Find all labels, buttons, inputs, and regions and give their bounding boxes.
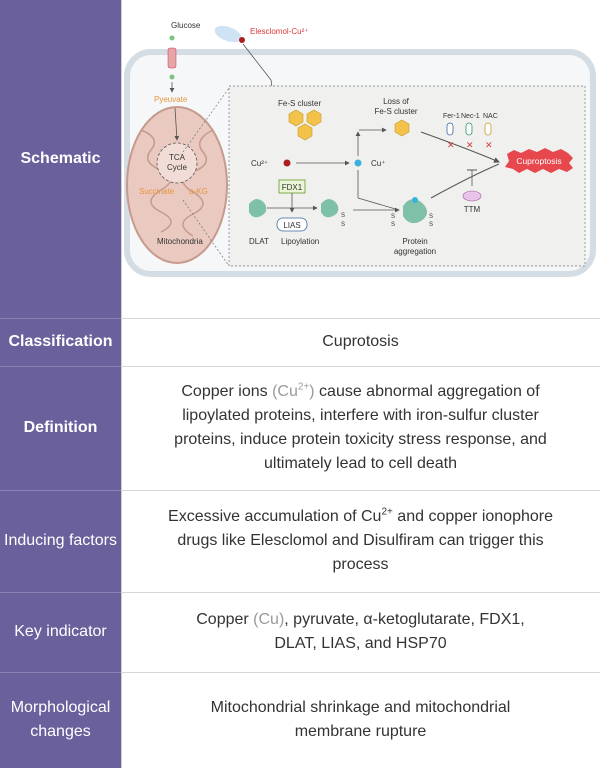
cuproptosis-label: Cuproptosis (516, 156, 561, 166)
cycle-label: Cycle (167, 163, 188, 172)
row-divider (121, 672, 600, 673)
loss-label-2: Fe-S cluster (374, 107, 417, 116)
protein-label-2: aggregation (394, 247, 436, 256)
svg-text:S: S (341, 213, 345, 219)
elesclomol-cu-dot (239, 37, 245, 43)
svg-text:S: S (429, 214, 433, 220)
nec1-capsule (465, 122, 473, 136)
label-divider (0, 592, 121, 593)
classification-value: Cuprotosis (121, 318, 600, 366)
row-definition: Definition Copper ions (Cu2+) cause abno… (0, 366, 600, 490)
svg-text:✕: ✕ (447, 140, 455, 150)
lias-label: LIAS (283, 221, 300, 230)
svg-text:✕: ✕ (485, 140, 493, 150)
inducing-factors-value: Excessive accumulation of Cu2+ and coppe… (121, 490, 600, 592)
fer1-capsule (446, 122, 454, 136)
nec1-label: Nec-1 (461, 113, 480, 120)
row-divider (121, 318, 600, 319)
nac-capsule (484, 122, 492, 136)
label-divider (0, 366, 121, 367)
cuproptosis-schematic: Glucose Pyeuvate Elesclomol-Cu²⁺ TCA Cyc… (124, 21, 596, 277)
cu2-label: Cu²⁺ (251, 159, 268, 168)
row-divider (121, 366, 600, 367)
key-indicator-text-pre: Copper (196, 611, 254, 628)
elesclomol-label: Elesclomol-Cu²⁺ (250, 27, 308, 36)
ttm-label: TTM (464, 205, 481, 214)
fer1-label: Fer-1 (443, 113, 460, 120)
glucose-dot (169, 35, 175, 41)
row-label-morphological-changes: Morphological changes (0, 672, 121, 768)
row-classification: Classification Cuprotosis (0, 318, 600, 366)
cu1-label: Cu⁺ (371, 159, 385, 168)
row-morphological-changes: Morphological changes Mitochondrial shri… (0, 672, 600, 768)
inducing-text-post: and copper ionophore drugs like Elesclom… (177, 508, 553, 573)
label-divider (0, 490, 121, 491)
key-indicator-cu-highlight: (Cu) (253, 611, 285, 628)
row-label-inducing-factors: Inducing factors (0, 490, 121, 592)
svg-text:S: S (429, 222, 433, 228)
loss-label-1: Loss of (383, 97, 410, 106)
key-indicator-value: Copper (Cu), pyruvate, α-ketoglutarate, … (121, 592, 600, 672)
mitochondria-label: Mitochondria (157, 237, 203, 246)
akg-label: α-KG (189, 187, 208, 196)
succinate-label: Succinate (139, 187, 175, 196)
elesclomol-capsule (214, 25, 242, 43)
morphological-changes-value: Mitochondrial shrinkage and mitochondria… (121, 672, 600, 768)
definition-cu-highlight: (Cu2+) (272, 381, 315, 400)
glucose-transporter (167, 47, 177, 69)
svg-text:S: S (341, 222, 345, 228)
aggregated-protein (403, 199, 427, 224)
morphological-text: Mitochondrial shrinkage and mitochondria… (210, 699, 511, 740)
definition-text-post: cause abnormal aggregation of lipoylated… (174, 383, 547, 472)
row-inducing-factors: Inducing factors Excessive accumulation … (0, 490, 600, 592)
cuproptosis-burst (505, 148, 573, 173)
row-label-definition: Definition (0, 366, 121, 490)
row-label-schematic: Schematic (0, 0, 121, 318)
row-divider (121, 592, 600, 593)
row-key-indicator: Key indicator Copper (Cu), pyruvate, α-k… (0, 592, 600, 672)
schematic-cell: Glucose Pyeuvate Elesclomol-Cu²⁺ TCA Cyc… (121, 0, 600, 318)
lias-box (276, 217, 308, 232)
svg-text:S: S (391, 222, 395, 228)
inducing-sup: 2+ (381, 506, 393, 518)
glucose-label: Glucose (171, 21, 201, 30)
definition-value: Copper ions (Cu2+) cause abnormal aggreg… (121, 366, 600, 490)
definition-text-pre: Copper ions (181, 383, 273, 400)
protein-label-1: Protein (402, 237, 427, 246)
svg-text:S: S (391, 214, 395, 220)
row-divider (121, 490, 600, 491)
mechanism-box (228, 85, 586, 267)
row-label-classification: Classification (0, 318, 121, 366)
label-divider (0, 318, 121, 319)
nac-label: NAC (483, 113, 498, 120)
label-divider (0, 672, 121, 673)
tca-label: TCA (169, 153, 186, 162)
pyruvate-label: Pyeuvate (154, 95, 188, 104)
dlat-protein (249, 199, 267, 218)
key-indicator-text-post: , pyruvate, α-ketoglutarate, FDX1, DLAT,… (274, 611, 525, 652)
row-label-key-indicator: Key indicator (0, 592, 121, 672)
fes-cluster-label: Fe-S cluster (278, 99, 321, 108)
lipoylation-label: Lipoylation (281, 237, 319, 246)
dlat-label: DLAT (249, 237, 269, 246)
glucose-dot-inside (169, 74, 175, 80)
tca-cycle-circle (156, 142, 198, 184)
fdx1-label: FDX1 (282, 183, 303, 192)
row-schematic: Schematic Glucose Pyeuvate (0, 0, 600, 318)
column-divider (121, 0, 122, 768)
svg-text:✕: ✕ (466, 140, 474, 150)
ttm-capsule (462, 190, 482, 202)
mitochondria-body (126, 106, 228, 264)
inducing-text-pre: Excessive accumulation of Cu (168, 508, 382, 525)
